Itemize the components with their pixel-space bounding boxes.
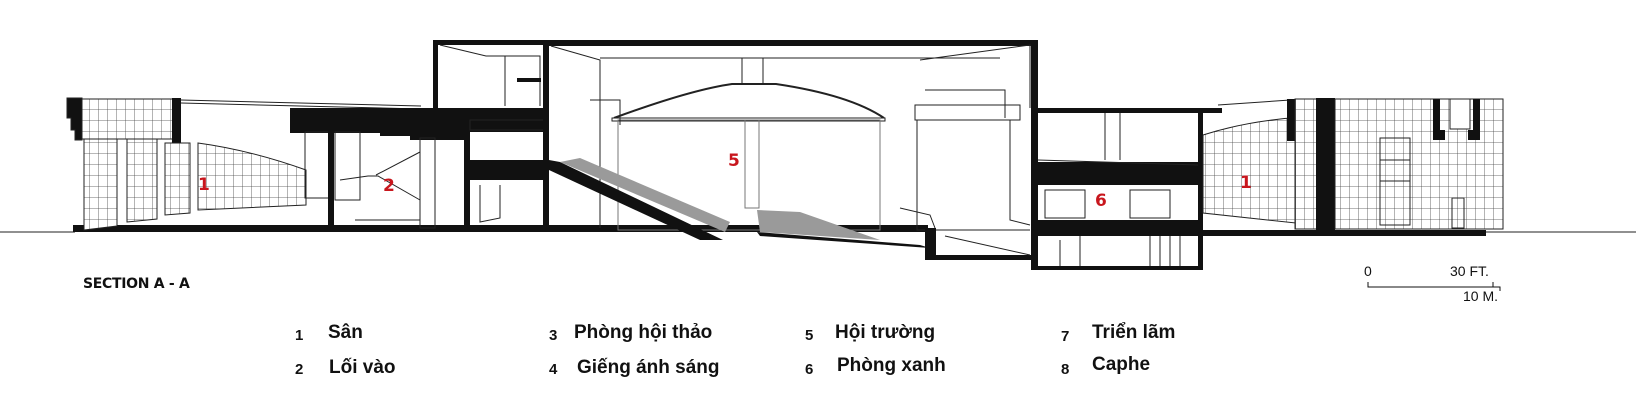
room-label-right-courtyard: 1 bbox=[1240, 173, 1252, 193]
green-room-block bbox=[1031, 100, 1222, 270]
legend-label: Lối vào bbox=[329, 357, 396, 378]
scale-feet: 30 FT. bbox=[1450, 263, 1489, 279]
legend-label: Hội trường bbox=[835, 322, 936, 343]
legend-number: 3 bbox=[549, 327, 558, 344]
balcony-seating bbox=[549, 158, 730, 240]
legend-label: Phòng xanh bbox=[837, 355, 946, 376]
legend-label: Phòng hội thảo bbox=[574, 322, 713, 343]
room-label-auditorium: 5 bbox=[728, 151, 740, 171]
legend-number: 7 bbox=[1061, 328, 1070, 345]
legend-label: Giếng ánh sáng bbox=[577, 357, 720, 378]
ground-line bbox=[0, 225, 1636, 236]
scale-bar bbox=[1367, 282, 1501, 291]
legend-number: 6 bbox=[805, 361, 814, 378]
right-courtyard-walls bbox=[1202, 98, 1504, 230]
room-label-left-courtyard: 1 bbox=[198, 175, 210, 195]
legend-number: 8 bbox=[1061, 361, 1070, 378]
section-title: SECTION A - A bbox=[83, 276, 190, 292]
room-label-entrance: 2 bbox=[383, 176, 395, 196]
legend-label: Sân bbox=[328, 322, 363, 343]
tower-box bbox=[433, 40, 548, 223]
scale-meters: 10 M. bbox=[1463, 288, 1499, 304]
legend-number: 4 bbox=[549, 361, 558, 378]
legend-label: Caphe bbox=[1092, 354, 1151, 375]
auditorium-hall bbox=[543, 40, 1038, 231]
scale-zero: 0 bbox=[1364, 263, 1372, 279]
room-label-green-room: 6 bbox=[1095, 191, 1107, 211]
legend-number: 2 bbox=[295, 361, 304, 378]
legend-label: Triển lãm bbox=[1092, 322, 1176, 343]
orchestra-seating bbox=[757, 210, 930, 248]
left-courtyard-walls bbox=[66, 97, 422, 231]
lower-level bbox=[899, 207, 1035, 260]
legend-number: 5 bbox=[805, 327, 814, 344]
entrance-structure bbox=[290, 108, 545, 230]
legend-number: 1 bbox=[295, 327, 304, 344]
